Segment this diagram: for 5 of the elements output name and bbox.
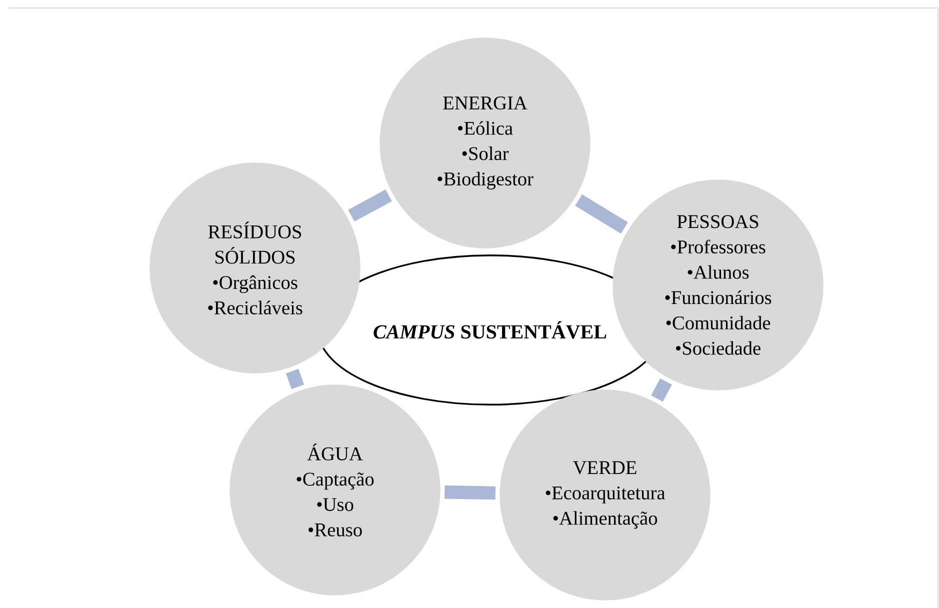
connector: [651, 378, 672, 402]
connector: [348, 189, 392, 222]
connector: [286, 368, 304, 390]
connector: [575, 194, 628, 234]
connector: [444, 485, 496, 500]
